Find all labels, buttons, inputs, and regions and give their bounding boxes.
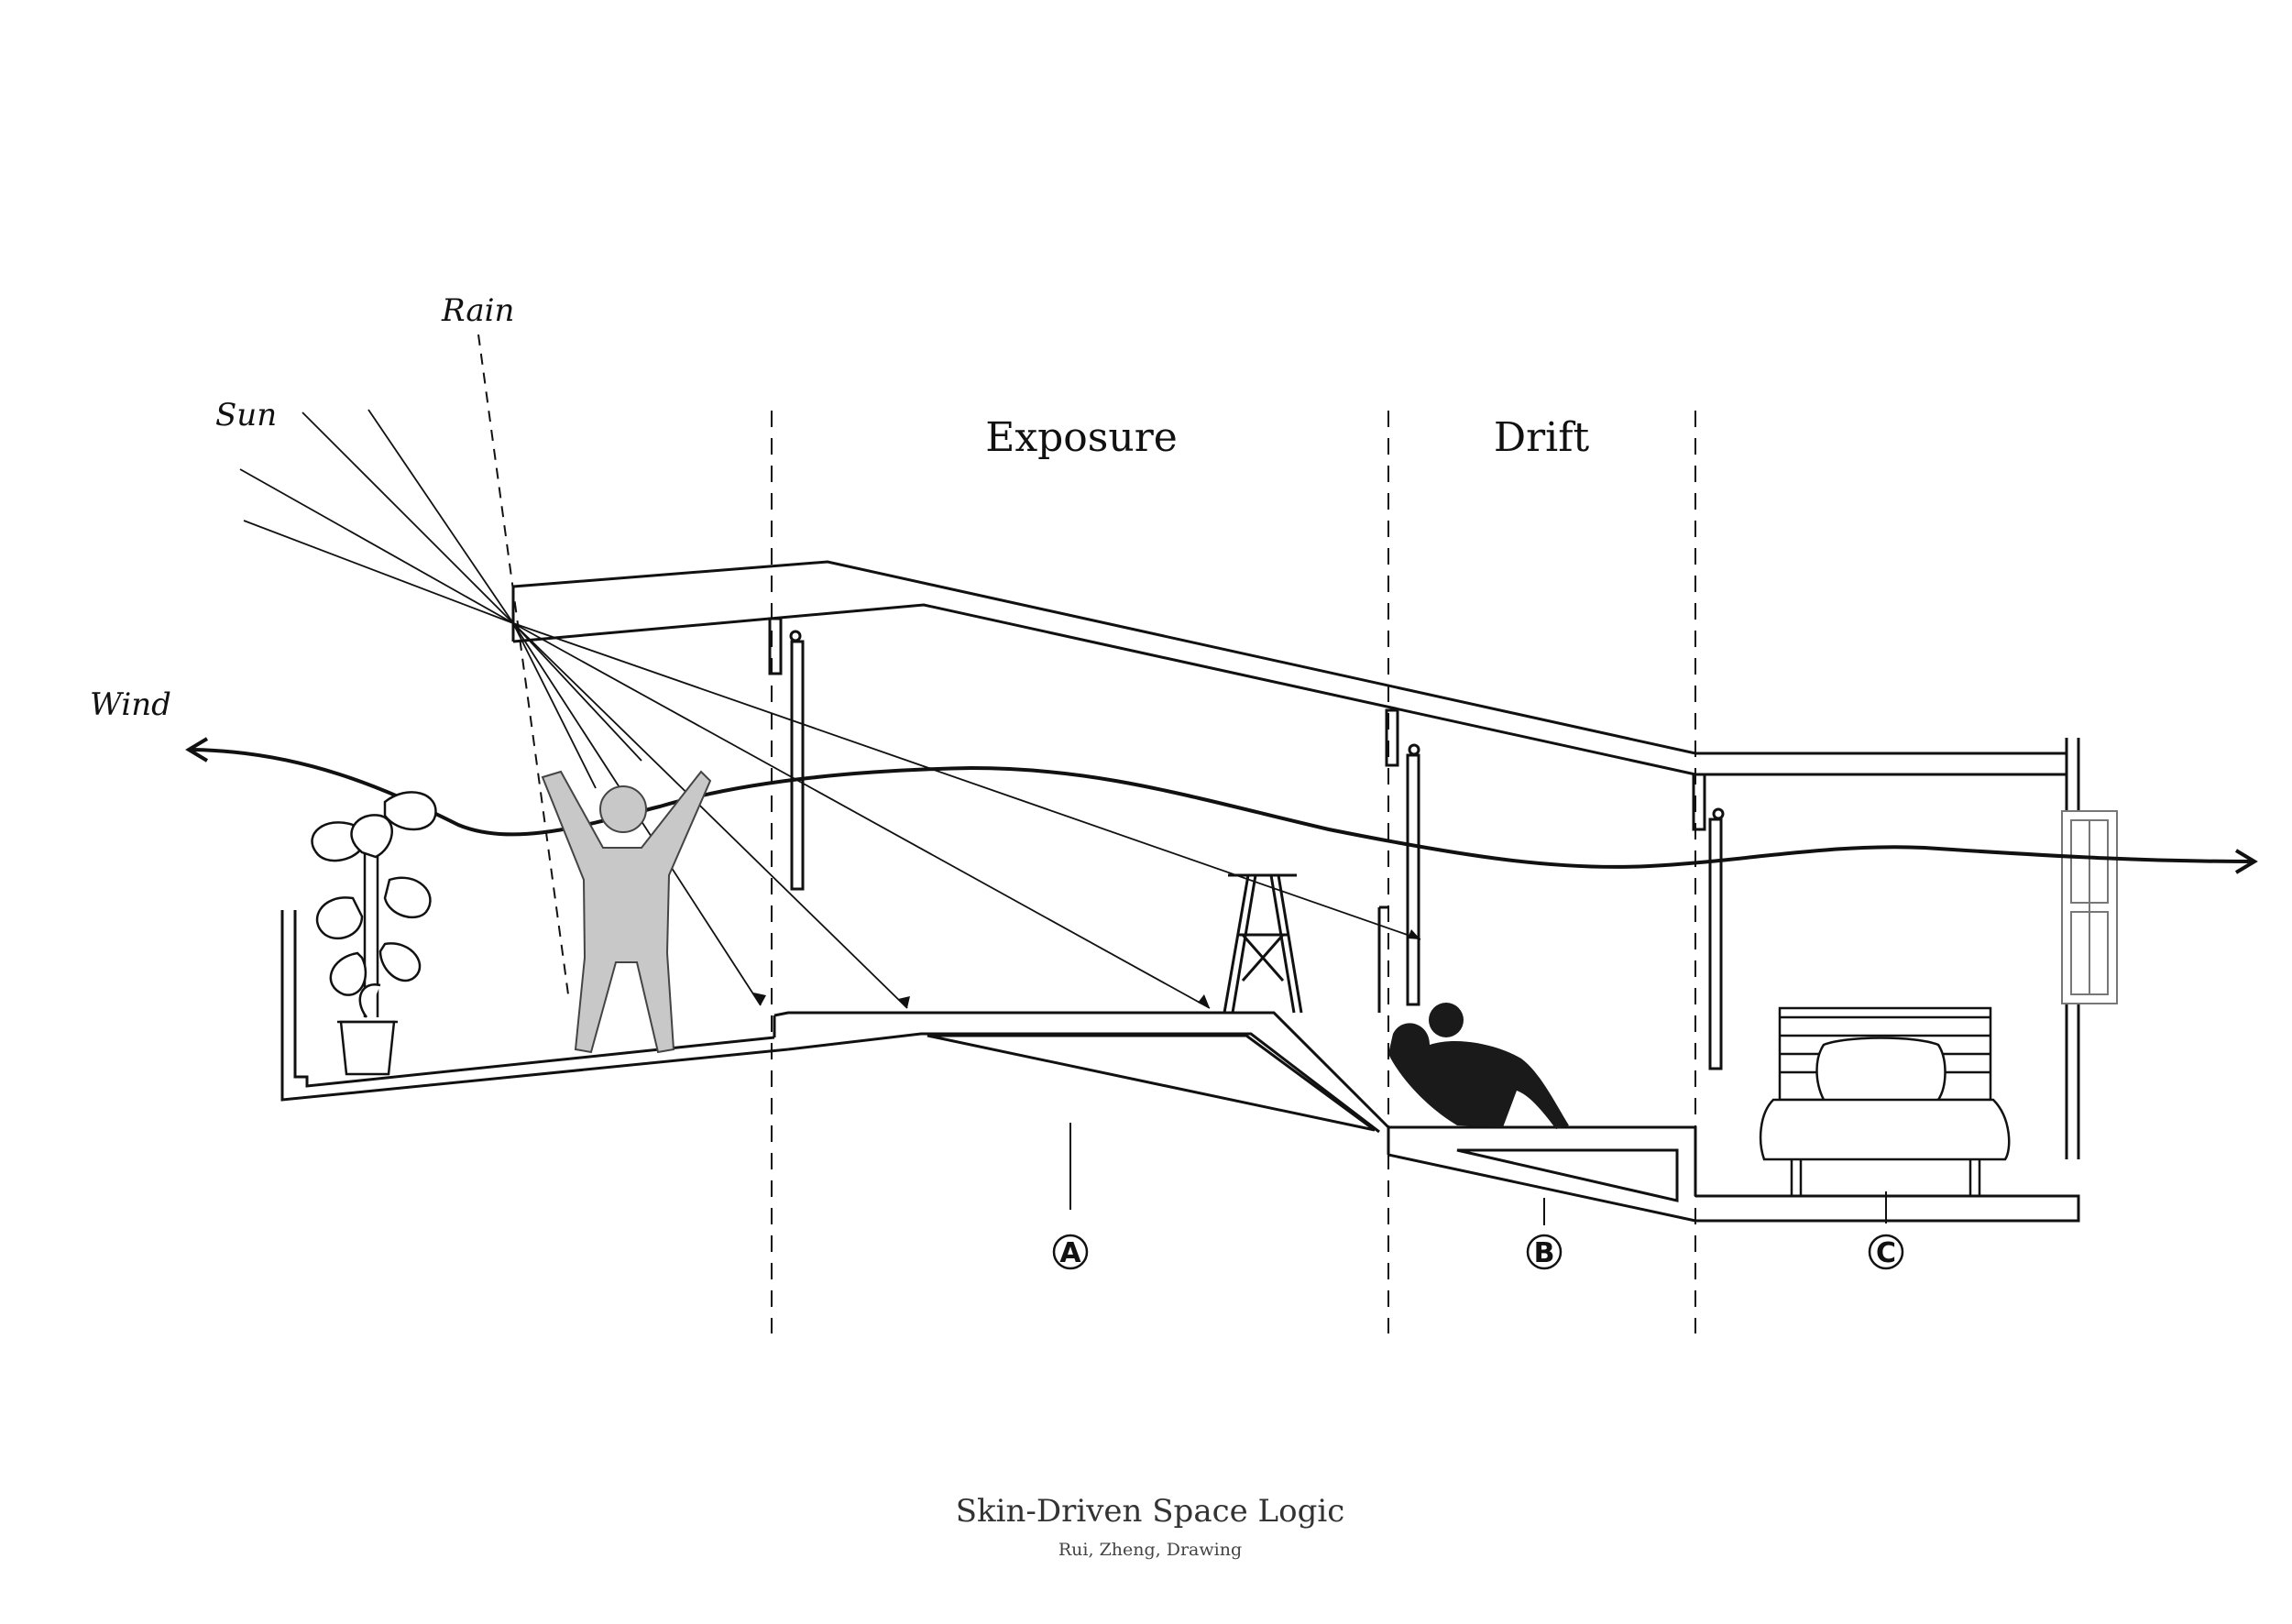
ray-arrowheads	[753, 929, 1420, 1008]
caption-subtitle: Rui, Zheng, Drawing	[1058, 1540, 1242, 1560]
roof	[511, 560, 2067, 776]
zone-exposure-label: Exposure	[985, 414, 1178, 461]
marker-leaders	[1069, 1123, 1887, 1225]
zone-dividers	[771, 411, 1696, 1333]
marker-a: A	[1052, 1234, 1089, 1270]
reclining-figure	[1388, 1003, 1569, 1129]
shade-panel-3	[1692, 773, 1725, 1070]
wind-label: Wind	[90, 686, 171, 723]
bed-icon	[1759, 1006, 2011, 1196]
zone-drift-label: Drift	[1494, 414, 1590, 461]
wind-curve	[192, 748, 2255, 869]
stool-icon	[1223, 873, 1303, 1014]
caption-title: Skin-Driven Space Logic	[956, 1493, 1345, 1530]
marker-b-label: B	[1534, 1237, 1555, 1269]
rain-line	[477, 334, 569, 995]
shade-panel-2	[1385, 708, 1420, 1006]
plant-icon	[311, 791, 437, 1076]
shade-panels	[768, 617, 1725, 1070]
marker-c-label: C	[1876, 1237, 1896, 1269]
wind-arrow-right-icon	[2234, 849, 2258, 874]
standing-figure	[541, 770, 712, 1054]
marker-a-label: A	[1059, 1237, 1081, 1269]
rain-label: Rain	[441, 292, 514, 329]
marker-b: B	[1526, 1234, 1563, 1270]
wind-arrow-left-icon	[185, 737, 209, 763]
marker-c: C	[1868, 1234, 1904, 1270]
window-icon	[2061, 810, 2118, 1004]
shade-panel-1	[768, 617, 805, 891]
right-facade	[2065, 738, 2080, 1159]
sun-rays	[239, 409, 1421, 1009]
sun-label: Sun	[215, 397, 277, 433]
